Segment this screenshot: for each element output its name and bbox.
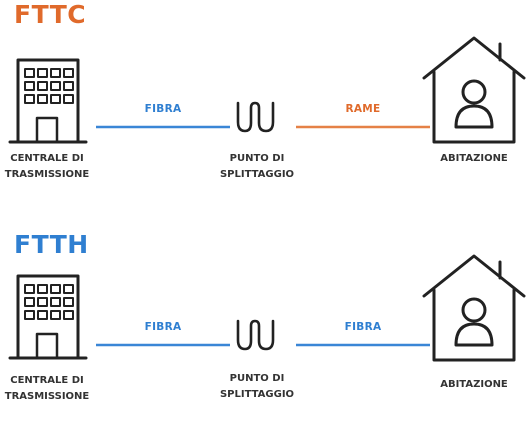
link-label-splitter-home: RAME [345, 103, 381, 115]
home-label: ABITAZIONE [440, 153, 508, 164]
fttc-diagram: FTTC [0, 0, 529, 205]
house-person-icon [422, 254, 526, 362]
diagram-title: FTTH [14, 230, 89, 259]
office-building-icon [8, 58, 88, 144]
exchange-label: CENTRALE DI TRASMISSIONE [4, 153, 90, 180]
splitter-coil-icon [236, 319, 275, 351]
splitter-coil-icon [236, 101, 275, 133]
link-label-exchange-splitter: FIBRA [144, 321, 182, 333]
home-label: ABITAZIONE [440, 379, 508, 390]
splitter-label: PUNTO DI SPLITTAGGIO [219, 373, 295, 400]
link-label-splitter-home: FIBRA [344, 321, 382, 333]
link-label-exchange-splitter: FIBRA [144, 103, 182, 115]
house-person-icon [422, 36, 526, 144]
ftth-diagram: FTTH [0, 230, 529, 435]
office-building-icon [8, 274, 88, 360]
exchange-label: CENTRALE DI TRASMISSIONE [4, 375, 90, 402]
fttc-diagram-graphic [8, 36, 526, 144]
diagram-title: FTTC [14, 0, 87, 29]
ftth-diagram-graphic [8, 254, 526, 362]
splitter-label: PUNTO DI SPLITTAGGIO [219, 153, 295, 180]
